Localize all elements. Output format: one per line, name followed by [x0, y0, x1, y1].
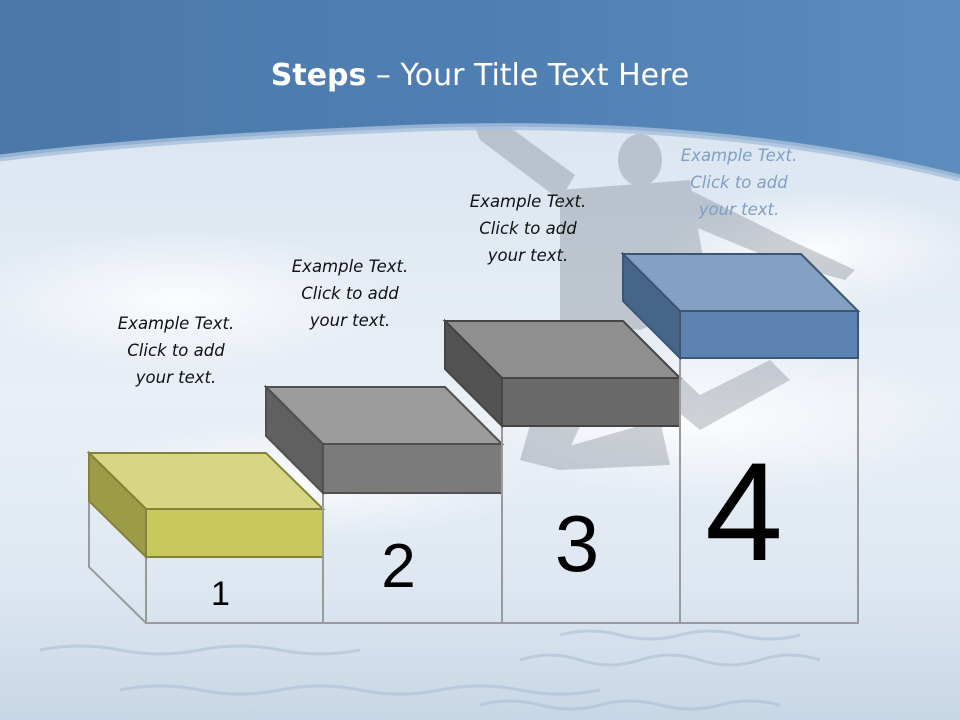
caption-step-3[interactable]: Example Text. Click to add your text.	[428, 188, 628, 269]
caption-line: Example Text.	[291, 257, 409, 276]
step-4-number: 4	[705, 433, 783, 590]
step-4-front-face	[679, 310, 859, 359]
caption-line: Example Text.	[117, 314, 235, 333]
caption-line: Click to add	[301, 284, 399, 303]
step-1-front-face	[145, 508, 324, 558]
caption-line: your text.	[487, 246, 569, 265]
title-rest: – Your Title Text Here	[366, 58, 690, 93]
caption-line: Click to add	[479, 219, 577, 238]
step-2-number: 2	[381, 532, 415, 601]
caption-line: your text.	[135, 368, 217, 387]
caption-line: Click to add	[690, 173, 788, 192]
caption-line: Click to add	[127, 341, 225, 360]
water-ripples	[39, 629, 821, 711]
step-1-number: 1	[211, 575, 230, 613]
caption-step-1[interactable]: Example Text. Click to add your text.	[76, 310, 276, 391]
step-2-front-face	[322, 443, 503, 494]
step-3-front-face	[501, 377, 681, 427]
slide-title: Steps – Your Title Text Here	[0, 56, 960, 96]
caption-step-4[interactable]: Example Text. Click to add your text.	[639, 142, 839, 223]
caption-line: Example Text.	[680, 146, 798, 165]
caption-line: Example Text.	[469, 192, 587, 211]
caption-line: your text.	[309, 311, 391, 330]
step-3-number: 3	[555, 499, 600, 588]
caption-line: your text.	[698, 200, 780, 219]
caption-step-2[interactable]: Example Text. Click to add your text.	[250, 253, 450, 334]
title-bold: Steps	[270, 58, 367, 93]
step-1-left-edge	[88, 501, 147, 624]
